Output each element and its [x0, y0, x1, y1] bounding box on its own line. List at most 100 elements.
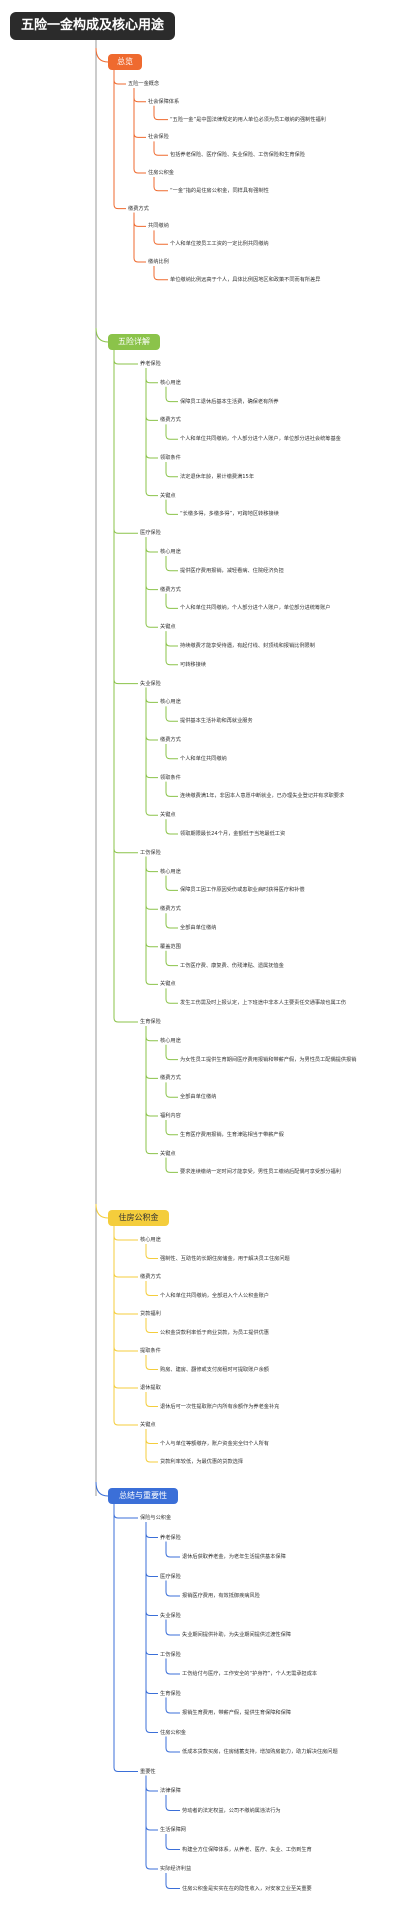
node-leaf[interactable]: 保障员工退休后基本生活费，确保老有所养 — [180, 398, 279, 405]
node-sub-branch[interactable]: 关键点 — [160, 492, 176, 499]
node-leaf[interactable]: “长缴多得，多缴多得”，可跨地区转移接续 — [180, 511, 279, 518]
connector-line — [145, 1522, 158, 1655]
node-leaf[interactable]: 生育医疗费用报销，生育津贴相当于带薪产假 — [180, 1131, 284, 1138]
node-sub-branch[interactable]: 生育保险 — [160, 1690, 181, 1697]
connector-line — [145, 1522, 158, 1538]
node-sub-branch[interactable]: 失业保险 — [160, 1612, 181, 1619]
node-leaf[interactable]: 提供医疗费用报销，减轻看病、住院经济负担 — [180, 567, 284, 574]
node-sub-branch[interactable]: 工伤保险 — [160, 1651, 181, 1658]
node-leaf[interactable]: 个人和单位共同缴纳，个人部分进个人账户，单位部分进社会统筹基金 — [180, 436, 341, 443]
node-leaf[interactable]: 构建全方位保障体系，从养老、医疗、失业、工伤到生育 — [182, 1846, 312, 1853]
node-sub-branch[interactable]: 养老保险 — [160, 1534, 181, 1541]
node-branch[interactable]: 关键点 — [140, 1422, 156, 1428]
connector-line — [145, 1522, 158, 1733]
node-sub-branch[interactable]: 共同缴纳 — [148, 223, 169, 230]
node-branch[interactable]: 工伤保险 — [140, 849, 161, 856]
node-sub-branch[interactable]: 核心用途 — [160, 549, 181, 555]
node-leaf[interactable]: 劳动者的法定权益，公司不缴纳属违法行为 — [182, 1807, 281, 1814]
node-sub-branch[interactable]: 缴费方式 — [160, 737, 181, 743]
node-sub-branch[interactable]: 关键点 — [160, 981, 176, 988]
node-sub-branch[interactable]: 福利内容 — [160, 1113, 181, 1119]
node-leaf[interactable]: 个人和单位共同缴纳 — [180, 755, 227, 762]
node-branch[interactable]: 失业保险 — [140, 680, 161, 687]
node-leaf[interactable]: 可转移接续 — [180, 661, 206, 668]
node-sub-branch[interactable]: 缴纳比例 — [148, 259, 169, 265]
node-sub-branch[interactable]: 核心用途 — [160, 868, 181, 875]
node-sub-branch[interactable]: 生活保障网 — [160, 1827, 186, 1833]
node-sub-branch[interactable]: 领取条件 — [160, 774, 181, 781]
connector-line — [165, 593, 178, 609]
node-sub-branch[interactable]: 核心用途 — [160, 1037, 181, 1044]
node-leaf[interactable]: 个人和单位按员工工资的一定比例共同缴纳 — [170, 241, 269, 248]
node-leaf[interactable]: 全部由单位缴纳 — [180, 925, 217, 931]
connector-line — [145, 1026, 158, 1079]
connector-line — [153, 177, 168, 192]
node-leaf[interactable]: “五险一金”是中国法律规定的用人单位必须为员工缴纳的强制性福利 — [170, 116, 326, 123]
node-leaf[interactable]: 工伤医疗费、康复费、伤残津贴、遗属抚恤金 — [180, 962, 284, 969]
node-sub-branch[interactable]: 社会保险 — [148, 134, 169, 141]
section-1-header[interactable]: 总览 — [108, 54, 142, 70]
node-sub-branch[interactable]: 关键点 — [160, 1150, 176, 1157]
node-leaf[interactable]: 退休后获取养老金，为老年生活提供基本保障 — [182, 1554, 286, 1560]
node-sub-branch[interactable]: 缴费方式 — [160, 586, 181, 593]
node-branch[interactable]: 五险一金概念 — [128, 81, 160, 87]
section-4-header[interactable]: 总结与重要性 — [108, 1488, 178, 1504]
node-branch[interactable]: 重要性 — [140, 1768, 156, 1775]
node-sub-branch[interactable]: 核心用途 — [160, 379, 181, 386]
node-sub-branch[interactable]: 核心用途 — [160, 699, 181, 706]
node-sub-branch[interactable]: 缴费方式 — [160, 417, 181, 424]
node-leaf[interactable]: 连续缴费满1年，非因本人意愿中断就业，已办理失业登记并有求职要求 — [180, 793, 345, 800]
node-leaf[interactable]: 保障员工因工作原因受伤或患职业病时获得医疗和补偿 — [180, 887, 305, 894]
node-branch[interactable]: 保险与公积金 — [140, 1515, 172, 1521]
node-leaf[interactable]: 发生工伤需及时上报认定，上下班途中非本人主要责任交通事故也属工伤 — [180, 1000, 347, 1007]
node-leaf[interactable]: 贷款利率较低，为最优惠的贷款选择 — [160, 1459, 244, 1465]
node-branch[interactable]: 提取条件 — [140, 1348, 161, 1354]
node-leaf[interactable]: 法定退休年龄，累计缴费满15年 — [180, 473, 255, 480]
node-leaf[interactable]: 住房公积金是实实在在的隐性收入，对安家立业至关重要 — [182, 1885, 312, 1892]
node-branch[interactable]: 贷款福利 — [140, 1311, 161, 1317]
node-leaf[interactable]: 包括养老保险、医疗保险、失业保险、工伤保险和生育保险 — [170, 152, 305, 159]
node-branch[interactable]: 核心用途 — [140, 1237, 161, 1243]
node-sub-branch[interactable]: 缴费方式 — [160, 1075, 181, 1082]
node-sub-branch[interactable]: 关键点 — [160, 812, 176, 819]
node-leaf[interactable]: 失业期间提供补助，为失业期间提供过渡性保障 — [182, 1632, 291, 1638]
node-leaf[interactable]: 购房、建房、翻修或支付房租时可提取账户余额 — [160, 1366, 269, 1373]
node-leaf[interactable]: 公积金贷款利率低于商业贷款，为员工提供优惠 — [160, 1329, 269, 1336]
node-leaf[interactable]: 持续缴费才能享受待遇，有起付线、封顶线和报销比例限制 — [180, 643, 315, 649]
node-leaf[interactable]: 要求连续缴纳一定时间才能享受，男性员工缴纳后配偶可享受部分福利 — [180, 1169, 341, 1176]
node-leaf[interactable]: 低成本贷款买房，住房储蓄支持，增加购房能力，助力解决住房问题 — [182, 1749, 338, 1755]
node-sub-branch[interactable]: 覆盖范围 — [160, 943, 181, 950]
node-leaf[interactable]: 报销生育费用，带薪产假，提供生育保障和保障 — [182, 1710, 291, 1716]
node-sub-branch[interactable]: 实际经济利益 — [160, 1866, 192, 1872]
node-branch[interactable]: 养老保险 — [140, 361, 161, 367]
node-leaf[interactable]: 退休后可一次性提取账户内所有余额作为养老金补充 — [160, 1403, 280, 1410]
node-leaf[interactable]: 个人和单位共同缴纳，全部进入个人公积金账户 — [160, 1292, 269, 1299]
node-branch[interactable]: 退休提取 — [140, 1385, 161, 1391]
node-branch[interactable]: 医疗保险 — [140, 530, 161, 537]
node-leaf[interactable]: 工伤给付与医疗，工作安全的“护身符”，个人无需承担成本 — [182, 1671, 318, 1677]
node-branch[interactable]: 生育保险 — [140, 1019, 161, 1025]
section-3-header[interactable]: 住房公积金 — [108, 1210, 169, 1226]
connector-line — [113, 1504, 138, 1519]
node-leaf[interactable]: 单位缴纳比例远高于个人，具体比例因地区和政策不同而有所差异 — [170, 276, 321, 283]
node-leaf[interactable]: 领取期限最长24个月，金额低于当地最低工资 — [180, 831, 286, 837]
node-sub-branch[interactable]: 关键点 — [160, 624, 176, 631]
node-branch[interactable]: 缴费方式 — [128, 205, 149, 212]
node-branch[interactable]: 缴费方式 — [140, 1274, 161, 1280]
section-2-header[interactable]: 五险详解 — [108, 334, 160, 350]
node-sub-branch[interactable]: 法律保障 — [160, 1788, 181, 1794]
node-leaf[interactable]: 提供基本生活补助和再就业服务 — [180, 718, 253, 725]
node-leaf[interactable]: 报销医疗费用，有效抵御疾病风险 — [182, 1593, 260, 1599]
node-sub-branch[interactable]: 领取条件 — [160, 455, 181, 461]
node-leaf[interactable]: 个人和单位共同缴纳，个人部分进个人账户，单位部分进统筹账户 — [180, 605, 331, 612]
node-sub-branch[interactable]: 缴费方式 — [160, 906, 181, 913]
node-sub-branch[interactable]: 社会保障体系 — [148, 98, 180, 105]
node-leaf[interactable]: 全部由单位缴纳 — [180, 1094, 217, 1101]
node-leaf[interactable]: 强制性、互助性的长期住房储金，用于解决员工住房问题 — [160, 1255, 290, 1262]
node-sub-branch[interactable]: 住房公积金 — [160, 1729, 186, 1736]
node-sub-branch[interactable]: 住房公积金 — [148, 170, 174, 176]
node-leaf[interactable]: 为女性员工提供生育期间医疗费用报销和带薪产假，为男性员工配偶提供报销 — [180, 1056, 357, 1063]
node-leaf[interactable]: “一金”指的是住房公积金，同样具有强制性 — [170, 187, 269, 194]
node-leaf[interactable]: 个人与单位等额缴存，账户资金完全归个人所有 — [160, 1440, 269, 1447]
node-sub-branch[interactable]: 医疗保险 — [160, 1573, 181, 1580]
